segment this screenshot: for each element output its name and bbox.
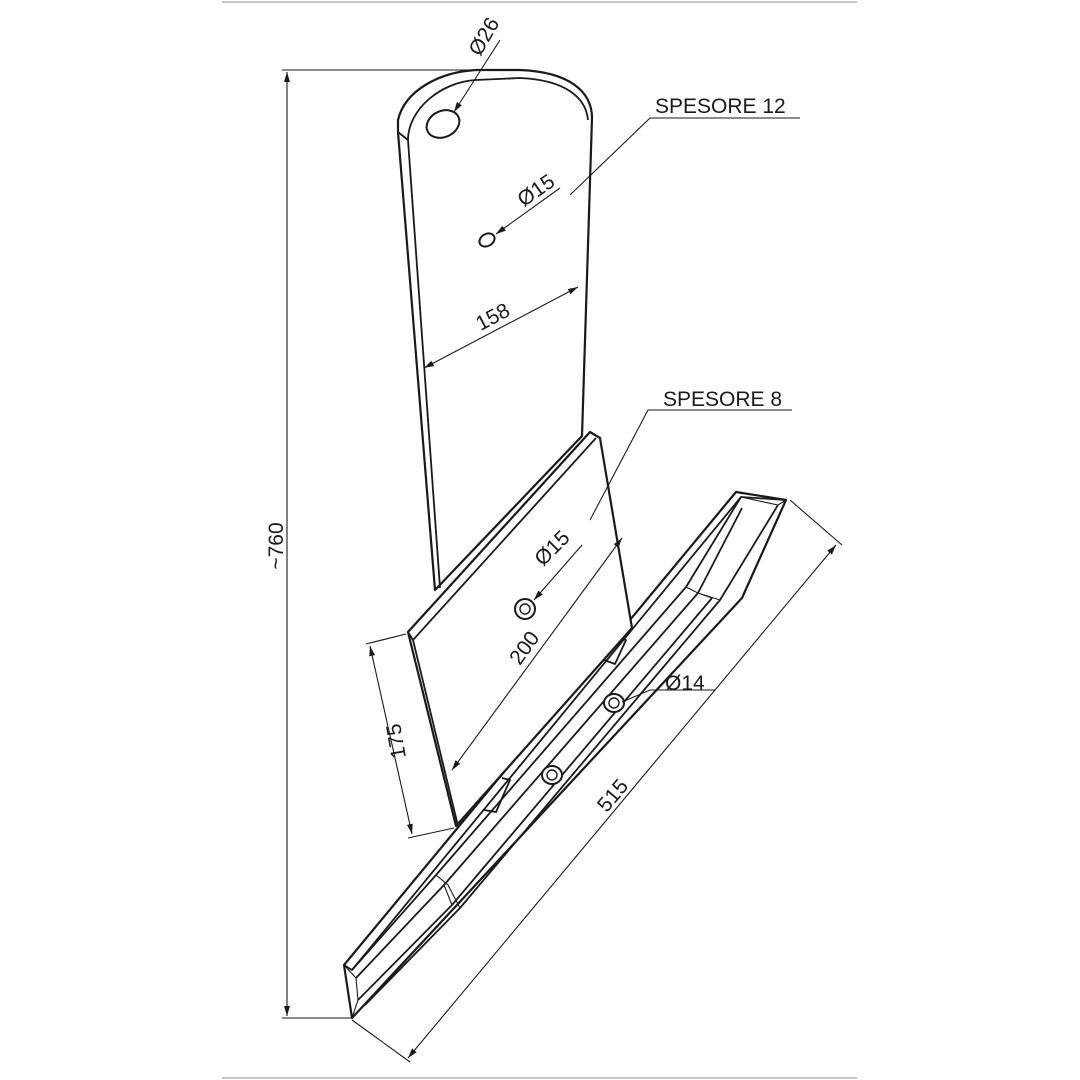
spesore-12-leader: [569, 117, 800, 196]
dim-175-ext-top: [365, 633, 407, 645]
label-26: Ø26: [464, 14, 504, 60]
shank-top-edge: [407, 77, 589, 141]
dim-175-ext-bottom: [407, 827, 455, 839]
dim-15-upper-leader: [495, 187, 561, 235]
blade-hole-lower: [541, 765, 563, 785]
blade-hole-upper: [603, 693, 625, 713]
dimensions: [282, 39, 843, 1063]
dim-158-line: [423, 286, 579, 369]
plate-hole-15: [514, 598, 536, 620]
dim-515-ext-bottom: [351, 1019, 411, 1063]
label-175: 175: [382, 722, 411, 761]
top-hole-26: [425, 109, 461, 139]
label-515: 515: [593, 775, 633, 817]
label-spesore-12: SPESORE 12: [655, 95, 786, 118]
dim-515-ext-top: [789, 499, 843, 546]
upper-hole-15: [478, 232, 496, 248]
label-14: Ø14: [665, 672, 705, 695]
dim-515-line: [407, 544, 837, 1059]
blade-tip-right: [740, 496, 787, 506]
label-760: ~760: [265, 522, 288, 569]
blade-tip-left: [343, 964, 359, 1019]
dim-175-line: [369, 645, 413, 835]
label-spesore-8: SPESORE 8: [663, 388, 782, 411]
spesore-8-leader: [589, 409, 792, 521]
dim-26-leader: [453, 39, 501, 113]
